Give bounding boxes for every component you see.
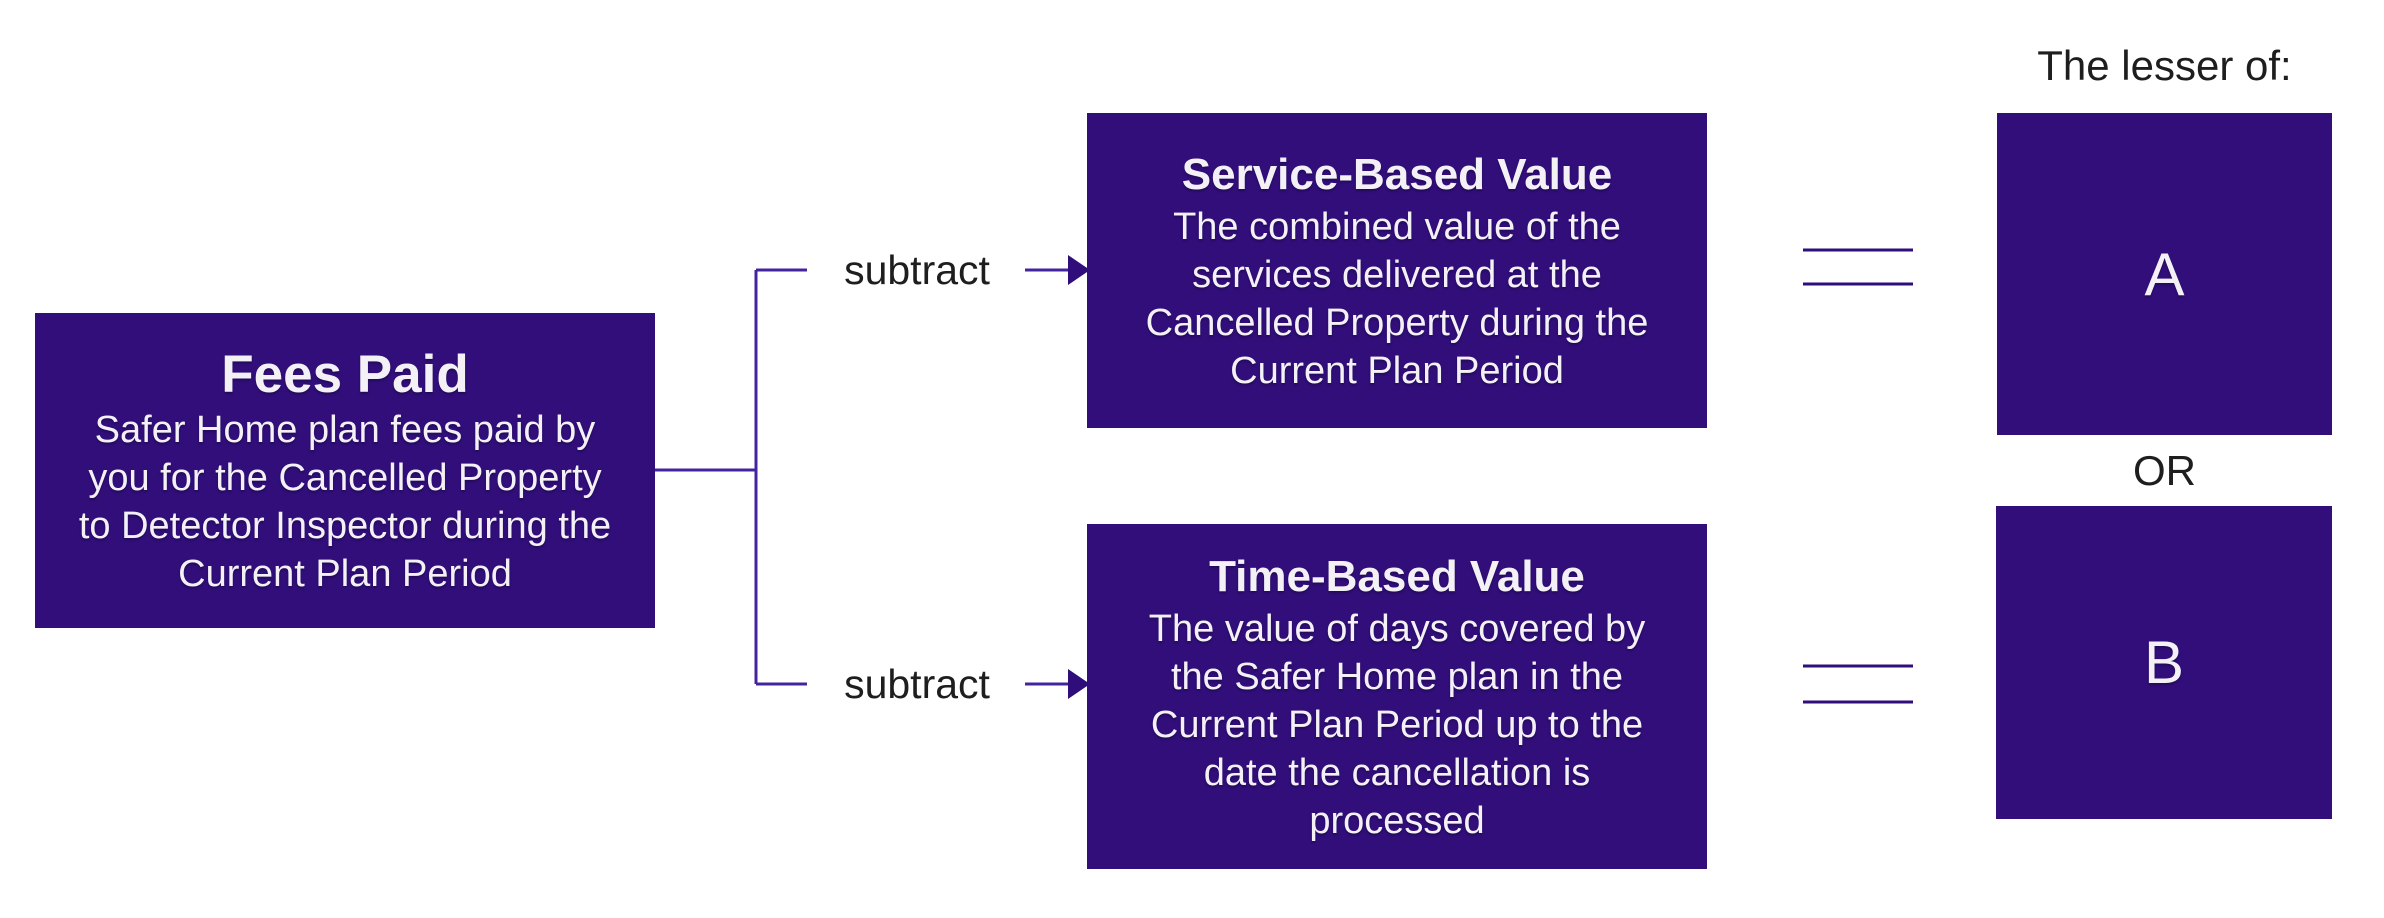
option-a-box: A <box>1997 113 2332 435</box>
fees-paid-body: Safer Home plan fees paid by you for the… <box>78 408 612 595</box>
or-label: OR <box>2133 447 2196 494</box>
fees-paid-box: Fees Paid Safer Home plan fees paid by y… <box>35 313 655 628</box>
subtract-label-top: subtract <box>844 247 990 293</box>
lesser-of-header: The lesser of: <box>2037 42 2292 89</box>
time-based-value-body: The value of days covered by the Safer H… <box>1148 607 1646 842</box>
arrow-right-icon-top <box>1068 255 1090 285</box>
fees-paid-title: Fees Paid <box>221 344 469 404</box>
option-b-letter: B <box>2143 629 2185 696</box>
service-based-value-body: The combined value of the services deliv… <box>1145 205 1649 392</box>
time-based-value-box: Time-Based Value The value of days cover… <box>1087 524 1707 869</box>
option-a-letter: A <box>2144 240 2185 308</box>
service-based-value-title: Service-Based Value <box>1181 149 1613 199</box>
option-b-box: B <box>1996 506 2332 819</box>
service-based-value-box: Service-Based Value The combined value o… <box>1087 113 1707 428</box>
subtract-label-bottom: subtract <box>844 661 990 707</box>
arrow-right-icon-bottom <box>1068 669 1090 699</box>
time-based-value-title: Time-Based Value <box>1209 551 1585 601</box>
